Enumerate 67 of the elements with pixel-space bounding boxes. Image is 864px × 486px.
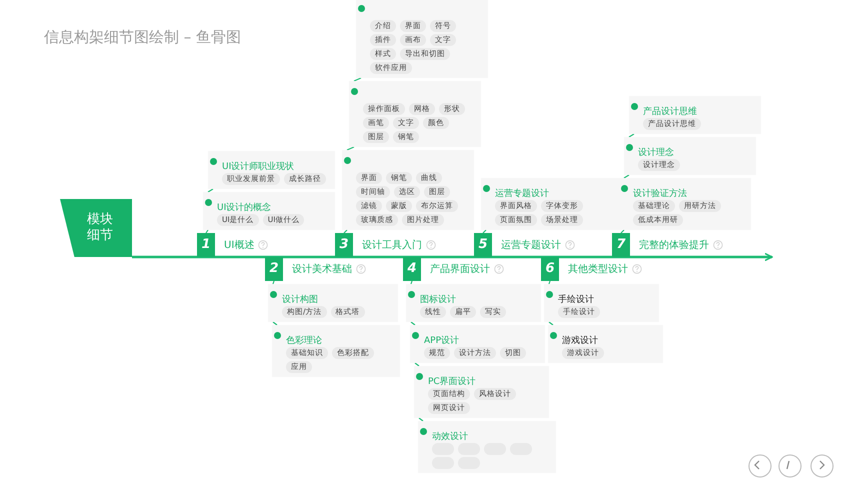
bone-line: [410, 280, 413, 284]
topic-panel: [544, 284, 659, 322]
diagram-title: 信息构架细节图绘制 – 鱼骨图: [44, 28, 242, 47]
topic-panel: [268, 284, 398, 322]
spine-line: [550, 256, 621, 258]
bone-line: [628, 134, 634, 138]
spine-line: [483, 256, 550, 258]
module-banner: 模块细节: [60, 199, 132, 257]
topic-heading: 游戏设计: [562, 334, 598, 348]
topic-panel: [624, 137, 756, 175]
topic-heading: 手绘设计: [558, 294, 594, 307]
branch-title: 其他类型设计: [568, 262, 628, 276]
topic-panel: [418, 421, 556, 473]
bone-line: [548, 322, 554, 326]
bone-line: [410, 322, 416, 326]
topic-panel: [356, 0, 488, 78]
topic-panel: [272, 325, 400, 377]
bone-line: [272, 280, 275, 284]
step-number: 2: [265, 257, 283, 281]
topic-heading: APP设计: [424, 334, 460, 348]
topic-heading: 产品设计思维: [643, 106, 697, 119]
bone-line: [414, 362, 420, 366]
branch-title: UI概述: [224, 238, 254, 252]
topic-panel: [619, 178, 751, 230]
bone-line: [208, 188, 214, 192]
spine-line: [412, 256, 483, 258]
topic-panel: [481, 178, 619, 230]
bone-line: [206, 230, 208, 234]
spine-line: [621, 252, 773, 262]
topic-heading: PC界面设计: [428, 376, 476, 389]
spine-line: [274, 256, 344, 258]
topic-heading: 设计理念: [638, 146, 674, 160]
topic-heading: 设计构图: [282, 294, 318, 307]
topic-heading: UI设计师职业现状: [222, 160, 294, 174]
bone-line: [272, 322, 278, 326]
step-number: 5: [474, 233, 492, 257]
topic-panel: [208, 151, 335, 189]
spine-line: [344, 256, 412, 258]
topic-panel: [349, 81, 481, 147]
topic-panel: [406, 284, 541, 322]
branch-title: 设计美术基础: [292, 262, 352, 276]
branch-title: 设计工具入门: [362, 238, 422, 252]
topic-panel: [342, 150, 474, 230]
step-number: 6: [541, 257, 559, 281]
topic-panel: [414, 366, 549, 418]
topic-heading: UI设计的概念: [217, 202, 272, 215]
topic-panel: [548, 325, 663, 363]
bone-line: [418, 418, 424, 422]
topic-heading: 色彩理论: [286, 334, 322, 348]
step-number: 7: [612, 233, 630, 257]
topic-heading: 设计验证方法: [633, 188, 687, 201]
topic-heading: 运营专题设计: [495, 188, 549, 201]
topic-panel: [410, 325, 545, 363]
step-number: 3: [335, 233, 353, 257]
topic-heading: 动效设计: [432, 430, 468, 444]
topic-heading: 图标设计: [420, 294, 456, 307]
step-number: 4: [403, 257, 421, 281]
spine-line: [132, 256, 206, 258]
spine-line: [206, 256, 274, 258]
step-number: 1: [197, 233, 215, 257]
branch-title: 产品界面设计: [430, 262, 490, 276]
branch-title: 运营专题设计: [501, 238, 561, 252]
bone-line: [624, 174, 630, 178]
branch-title: 完整的体验提升: [639, 238, 709, 252]
topic-panel: [203, 192, 335, 230]
bone-line: [548, 280, 551, 284]
topic-panel: [629, 96, 761, 134]
